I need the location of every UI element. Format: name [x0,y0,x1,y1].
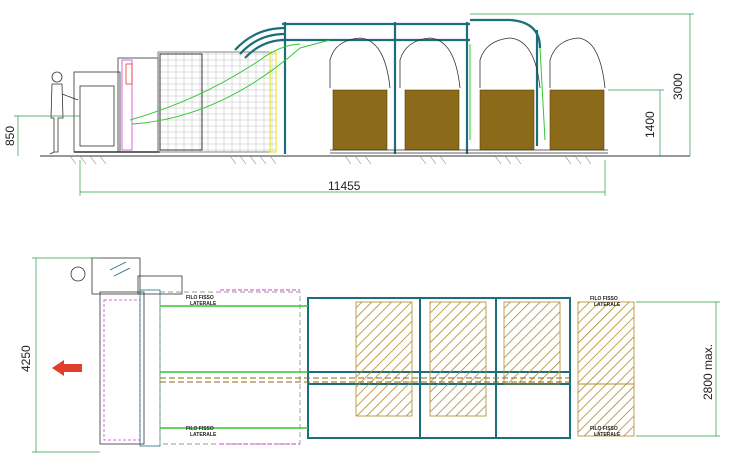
label-fixed-wire-bottom-2: LATERALE [190,432,217,438]
hood-arcs [329,37,606,89]
plan-conveyor-outline [159,291,301,445]
operator-figure-icon [49,71,79,155]
pallets [332,89,605,151]
label-fixed-wire-right-bottom: FILO FISSO [590,426,618,432]
pallet-footprint [355,301,413,417]
pallet-footprint [577,383,635,437]
label-fixed-wire-top-2: LATERALE [190,301,217,307]
pallet-footprint [429,301,487,417]
pallet [404,89,460,151]
floor-supports [69,155,592,165]
label-fixed-wire-bottom: FILO FISSO [186,426,214,432]
dim-total-length: 11455 [328,179,361,193]
cable-wires [129,39,546,141]
plan-brown-dashed [160,377,570,383]
arrow-left-icon [52,360,82,376]
plan-pallets [355,301,635,437]
elevation-dimensions [14,13,694,196]
portal-frames [234,18,542,154]
conveyor-frame [159,53,203,151]
dim-work-height: 850 [3,126,17,146]
plan-magenta-lines [220,289,300,445]
plan-view: FILO FISSO LATERALE FILO FISSO LATERALE … [19,257,720,453]
dim-max-span: 2800 max. [701,344,715,400]
pallet [479,89,535,151]
plan-machine [70,257,183,447]
pallet-footprint [577,301,635,385]
pallet [332,89,388,151]
label-fixed-wire-right-bottom-2: LATERALE [594,432,621,438]
pallet-bases [330,149,608,154]
packing-machine [73,57,160,153]
dim-total-height: 3000 [671,73,685,100]
plan-dimensions [32,257,720,453]
dim-total-width: 4250 [19,345,33,372]
pallet [549,89,605,151]
plan-wires [160,305,308,429]
label-fixed-wire-top: FILO FISSO [186,295,214,301]
pallet-footprint [503,301,561,385]
dim-pallet-height: 1400 [643,111,657,138]
label-fixed-wire-right-top-2: LATERALE [594,302,621,308]
operator-head-icon [70,266,86,282]
elevation-view: 11455 3000 1400 850 [3,13,694,196]
label-fixed-wire-right-top: FILO FISSO [590,296,618,302]
